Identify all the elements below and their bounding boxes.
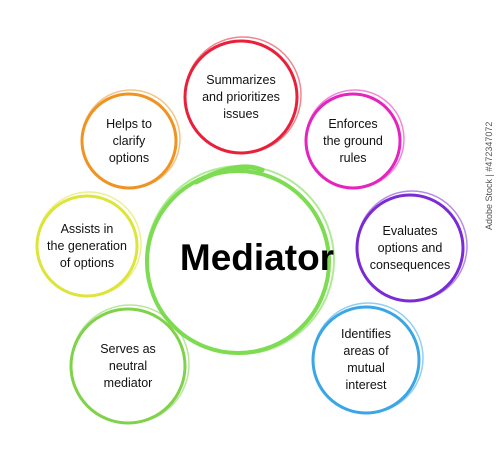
node-label-evaluates: Evaluates options and consequences xyxy=(369,223,451,272)
node-circle-serves xyxy=(69,304,190,425)
node-circle-helps xyxy=(80,89,181,190)
node-circle-summarizes xyxy=(183,36,302,155)
node-circle-evaluates xyxy=(355,190,468,303)
node-circle-enforces xyxy=(304,89,405,190)
center-title: Mediator xyxy=(179,237,335,278)
node-circle-assists xyxy=(35,191,142,298)
node-label-identifies: Identifies areas of mutual interest xyxy=(340,327,392,392)
node-label-enforces: Enforces the ground rules xyxy=(323,116,383,165)
node-label-assists: Assists in the generation of options xyxy=(47,221,127,270)
node-label-summarizes: Summarizes and prioritizes issues xyxy=(202,72,280,121)
node-circle-identifies xyxy=(311,302,424,415)
center-circle-swash xyxy=(193,164,265,185)
node-label-serves: Serves as neutral mediator xyxy=(100,341,156,390)
node-label-helps: Helps to clarify options xyxy=(106,116,152,165)
stock-credit: Adobe Stock | #472347072 xyxy=(484,121,494,230)
